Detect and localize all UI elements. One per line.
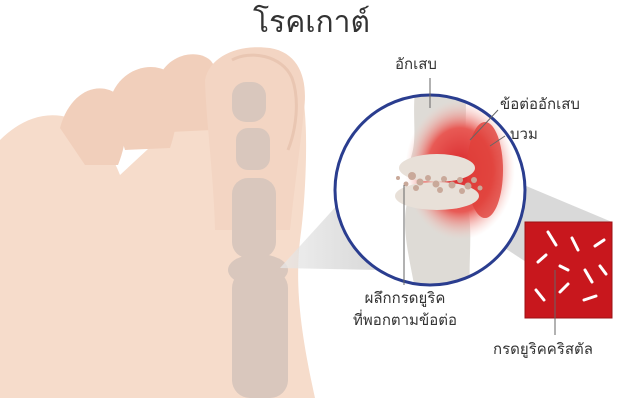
label-deposit-line2: ที่พอกตามข้อต่อ bbox=[330, 312, 480, 329]
label-swollen: บวม bbox=[510, 126, 538, 143]
label-joint-inflamed: ข้อต่ออักเสบ bbox=[500, 96, 580, 113]
crystal-panel bbox=[525, 222, 612, 318]
label-crystals: กรดยูริคคริสตัล bbox=[493, 341, 593, 358]
label-inflamed: อักเสบ bbox=[395, 56, 437, 73]
label-deposit-line1: ผลึกกรดยูริค bbox=[340, 290, 470, 307]
page-title: โรคเกาต์ bbox=[0, 6, 623, 41]
